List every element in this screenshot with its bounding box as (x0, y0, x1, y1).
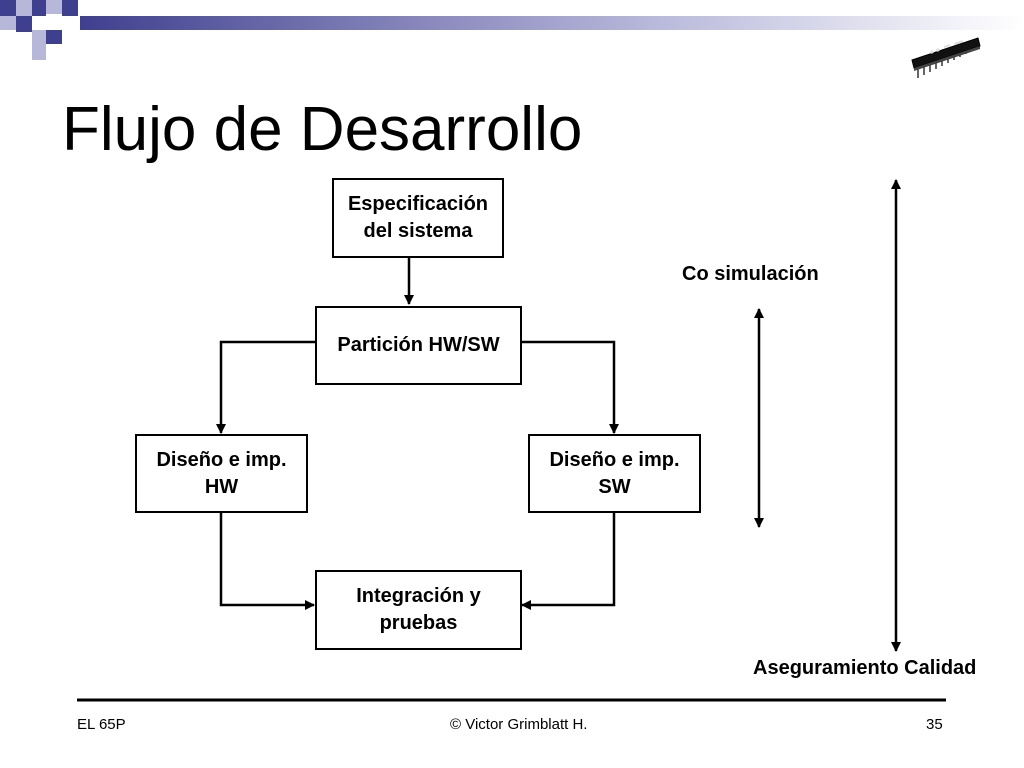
arrow-partition-to-sw (520, 340, 619, 434)
decor-square (46, 30, 62, 44)
node-system-spec-label: Especificación del sistema (347, 193, 489, 242)
footer-course-code: EL 65P (77, 716, 126, 733)
header-gradient (80, 16, 1024, 30)
decor-square (0, 0, 16, 16)
node-hw-design-label: Diseño e imp. HW (156, 448, 287, 498)
footer-copyright: © Victor Grimblatt H. (450, 716, 588, 733)
node-sw-design: Diseño e imp. SW (528, 434, 701, 513)
ic-chip-icon (908, 36, 984, 88)
node-hw-sw-partition: Partición HW/SW (315, 306, 522, 385)
node-integration-testing-label: Integración y pruebas (356, 585, 481, 634)
decor-square (32, 30, 46, 46)
decor-square (62, 0, 78, 16)
arrow-partition-to-hw (216, 340, 316, 434)
arrow-sw-to-integration (521, 512, 616, 610)
decor-square (32, 46, 46, 60)
header-band (0, 0, 1024, 30)
node-hw-design: Diseño e imp. HW (135, 434, 308, 513)
footer-page-number: 35 (926, 716, 943, 733)
page-title: Flujo de Desarrollo (62, 95, 583, 164)
decor-square (32, 0, 46, 16)
decor-square (46, 0, 62, 14)
decor-square (0, 16, 16, 30)
quality-assurance-label: Aseguramiento Calidad (753, 657, 977, 679)
node-hw-sw-partition-label: Partición HW/SW (337, 334, 500, 356)
node-sw-design-label: Diseño e imp. SW (549, 448, 680, 498)
arrow-hw-to-integration (219, 512, 315, 610)
node-system-spec: Especificación del sistema (332, 178, 504, 258)
node-integration-testing: Integración y pruebas (315, 570, 522, 650)
cosimulation-label: Co simulación (682, 263, 819, 285)
decor-square (16, 16, 32, 32)
decor-square (16, 0, 32, 16)
